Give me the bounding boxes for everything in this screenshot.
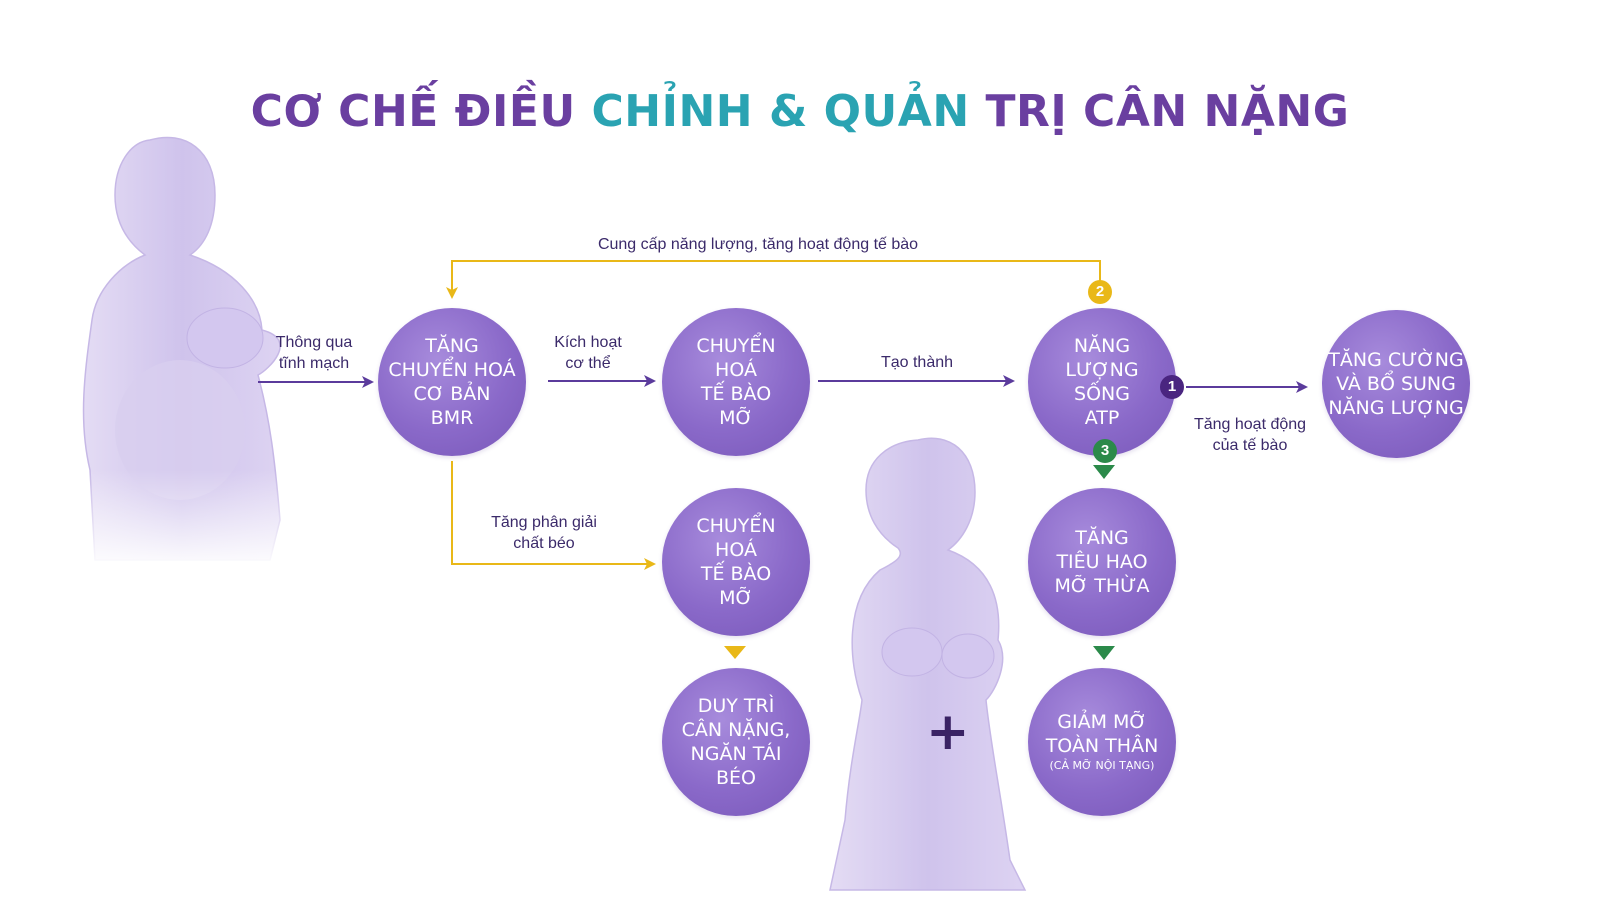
node-maintain-weight: DUY TRÌ CÂN NẶNG, NGĂN TÁI BÉO	[662, 668, 810, 816]
node-atp: NĂNG LƯỢNG SỐNG ATP	[1028, 308, 1176, 456]
figure-before-icon	[70, 136, 300, 570]
arrow-supply-feedback	[446, 260, 1101, 299]
title-part-1: CƠ CHẾ ĐIỀU	[250, 86, 592, 137]
label-form: Tạo thành	[880, 354, 954, 371]
label-lipolysis: Tăng phân giải chất béo	[491, 514, 597, 552]
node-energy-boost: TĂNG CƯỜNG VÀ BỔ SUNG NĂNG LƯỢNG	[1322, 310, 1470, 458]
title-part-3: TRỊ CÂN NẶNG	[969, 86, 1350, 137]
label-activate: Kích hoạt cơ thể	[554, 334, 622, 372]
page-title: CƠ CHẾ ĐIỀU CHỈNH & QUẢN TRỊ CÂN NẶNG	[0, 86, 1600, 137]
arrow-lipolysis	[451, 461, 656, 570]
figure-after-icon	[829, 437, 1027, 891]
node-bmr: TĂNG CHUYỂN HOÁ CƠ BẢN BMR	[378, 308, 526, 456]
node-burn-excess-fat: TĂNG TIÊU HAO MỠ THỪA	[1028, 488, 1176, 636]
arrow-reduce-fat	[1093, 646, 1115, 660]
title-part-2: CHỈNH & QUẢN	[591, 86, 970, 137]
label-supply: Cung cấp năng lượng, tăng hoạt động tế b…	[597, 236, 919, 253]
node-fat-cell-metabolism-1: CHUYỂN HOÁ TẾ BÀO MỠ	[662, 308, 810, 456]
arrow-burn-fat	[1093, 465, 1115, 479]
arrow-maintain	[724, 646, 746, 659]
node-reduce-body-fat: GIẢM MỠ TOÀN THÂN (CẢ MỠ NỘI TẠNG)	[1028, 668, 1176, 816]
badge-3: 3	[1093, 439, 1117, 463]
plus-icon: +	[926, 702, 970, 762]
badge-2: 2	[1088, 280, 1112, 304]
label-vein: Thông qua tĩnh mạch	[275, 334, 353, 372]
node-fat-cell-metabolism-2: CHUYỂN HOÁ TẾ BÀO MỠ	[662, 488, 810, 636]
label-cell-activity: Tăng hoạt động của tế bào	[1193, 416, 1307, 454]
badge-1: 1	[1160, 375, 1184, 399]
